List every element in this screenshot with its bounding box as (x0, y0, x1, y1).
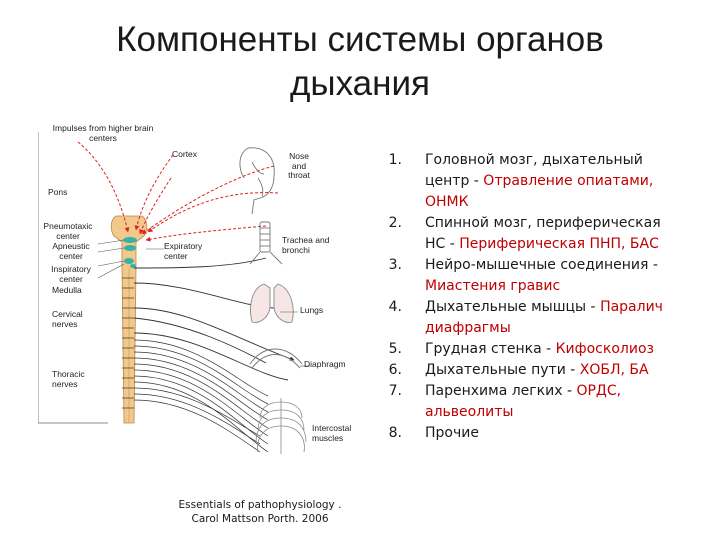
label-lungs: Lungs (300, 305, 324, 315)
nerve-roots (122, 277, 134, 409)
label-medulla: Medulla (52, 285, 82, 295)
label-cervical: Cervical nerves (52, 309, 83, 329)
list-item-disease: Отравление опиатами, ОНМК (425, 173, 654, 210)
components-list: 1. Головной мозг, дыхательный центр - Отр… (380, 150, 680, 444)
list-item-number: 2. (388, 215, 402, 231)
title-line-1: Компоненты системы органов (116, 20, 604, 59)
list-item-number: 7. (388, 383, 402, 399)
title-line-2: дыхания (290, 64, 430, 103)
label-inspiratory: Inspiratory center (51, 264, 91, 284)
list-item-text: Паренхима легких - (425, 383, 577, 399)
list-item-number: 8. (388, 425, 402, 441)
label-pons: Pons (48, 187, 68, 197)
leader-lines (97, 239, 310, 367)
list-item-disease: Миастения гравис (425, 278, 561, 294)
list-item-disease: ОРДС, альвеолиты (425, 383, 622, 420)
list-item-number: 6. (388, 362, 402, 378)
list-item-disease: Паралич диафрагмы (425, 299, 663, 336)
intercostal-nerves (133, 339, 269, 453)
brainstem-spinal-cord (110, 215, 148, 424)
list-item: 1. Головной мозг, дыхательный центр - Отр… (380, 150, 680, 213)
diagram-frame (37, 132, 108, 424)
list-item-disease: Периферическая ПНП, БАС (459, 236, 659, 252)
trachea-illustration (249, 221, 283, 265)
diagram-drawing (37, 132, 310, 454)
list-item-text: Дыхательные мышцы - (425, 299, 601, 315)
efferent-nerves (133, 257, 295, 381)
list-item-number: 1. (388, 152, 402, 168)
list-item-text: Головной мозг, дыхательный центр - (425, 152, 643, 189)
list-item: 7. Паренхима легких - ОРДС, альвеолиты (380, 381, 680, 423)
list-item-number: 3. (388, 257, 402, 273)
label-impulses: Impulses from higher brain centers (52, 123, 154, 143)
list-item-text: Дыхательные пути - (425, 362, 580, 378)
label-intercostal: Intercostal muscles (312, 423, 352, 443)
label-expiratory: Expiratory center (164, 241, 203, 261)
list-item-disease: ХОБЛ, БА (579, 362, 649, 378)
respiratory-centers (123, 237, 137, 268)
credit-line-2: Carol Mattson Porth. 2006 (191, 513, 329, 525)
list-item-text: Спинной мозг, периферическая НС - (425, 215, 661, 252)
list-item-text: Грудная стенка - (425, 341, 556, 357)
label-apneustic: Apneustic center (52, 241, 90, 261)
label-trachea: Trachea and bronchi (282, 235, 330, 255)
label-thoracic: Thoracic nerves (52, 369, 85, 389)
label-diaphragm: Diaphragm (304, 359, 346, 369)
list-item: 8. Прочие (380, 423, 680, 444)
list-item-number: 5. (388, 341, 402, 357)
lungs-illustration (250, 283, 294, 323)
respiratory-control-diagram: Impulses from higher brain centers Corte… (37, 118, 360, 458)
list-item-text: Прочие (425, 425, 479, 441)
list-item-number: 4. (388, 299, 402, 315)
list-item-text: Нейро-мышечные соединения - (425, 257, 658, 273)
diaphragm-illustration (249, 348, 303, 369)
source-credit: Essentials of pathophysiology . Carol Ma… (160, 498, 360, 526)
slide-title: Компоненты системы органов дыхания (60, 18, 660, 106)
label-pneumotaxic: Pneumotaxic center (43, 221, 93, 241)
label-cortex: Cortex (172, 149, 198, 159)
list-item-disease: Кифосколиоз (555, 341, 654, 357)
head-illustration (239, 147, 275, 215)
credit-line-1: Essentials of pathophysiology . (178, 499, 342, 511)
list-item: 4. Дыхательные мышцы - Паралич диафрагмы (380, 297, 680, 339)
list-item: 2. Спинной мозг, периферическая НС - Пери… (380, 213, 680, 255)
ribcage-illustration (255, 398, 307, 454)
list-item: 3. Нейро-мышечные соединения - Миастения … (380, 255, 680, 297)
list-item: 6. Дыхательные пути - ХОБЛ, БА (380, 360, 680, 381)
list-item: 5. Грудная стенка - Кифосколиоз (380, 339, 680, 360)
label-nose-throat: Nose and throat (288, 151, 310, 180)
